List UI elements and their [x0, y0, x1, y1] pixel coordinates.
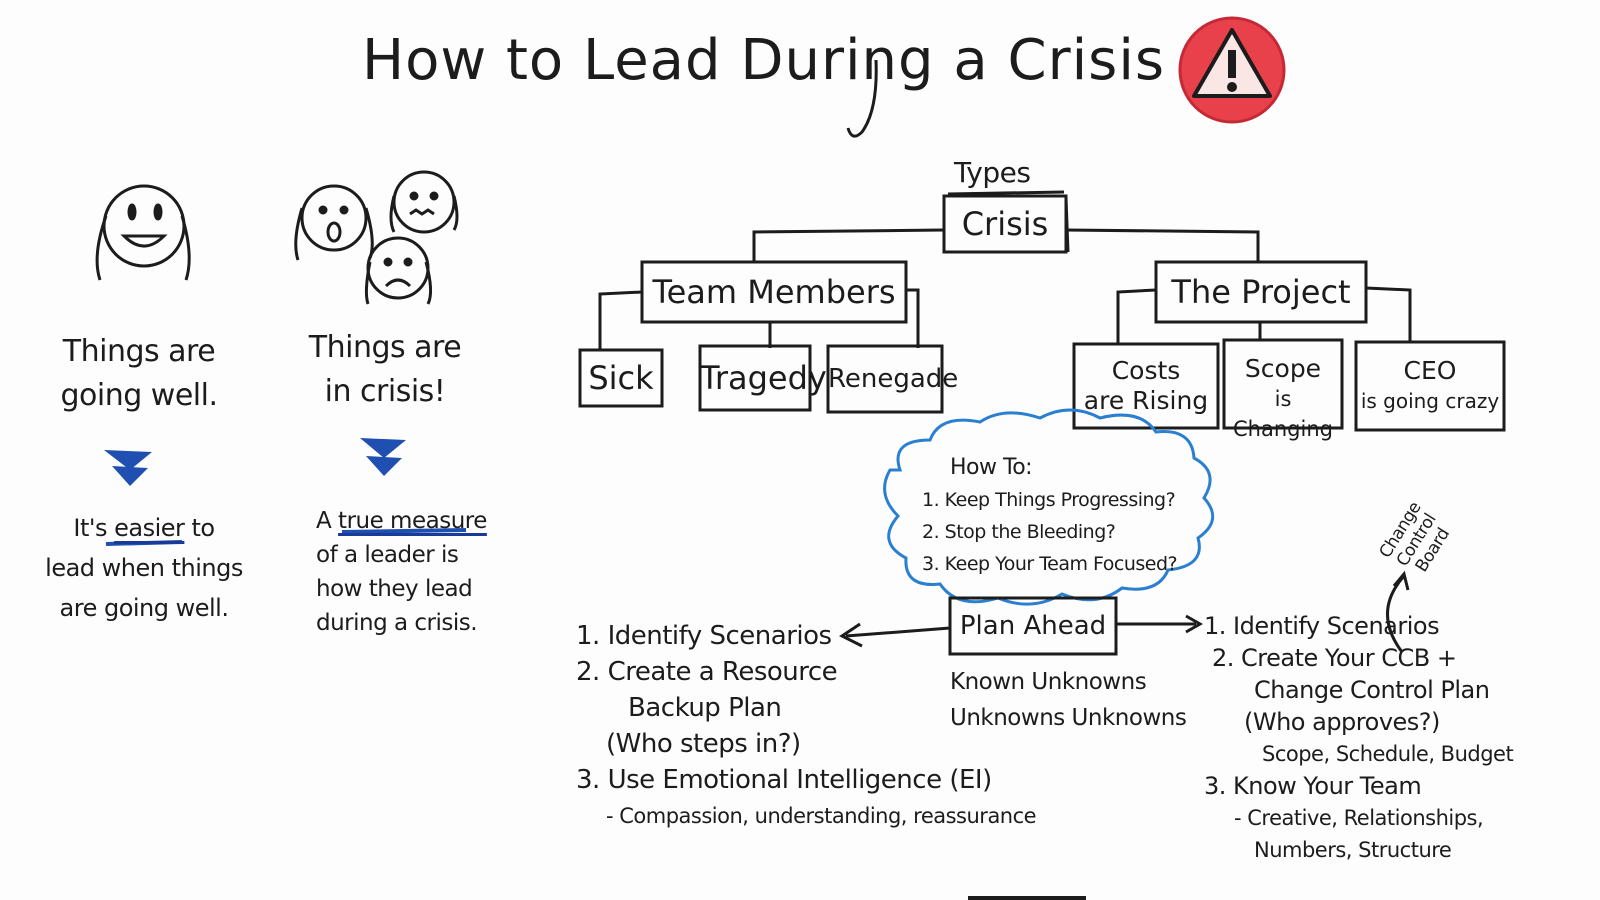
list-item: Scope, Schedule, Budget: [1262, 742, 1514, 766]
scope-label-line2: is Changing: [1233, 387, 1333, 441]
good-note-suffix: to: [184, 514, 216, 542]
thought-cloud: [883, 408, 1215, 606]
warning-icon: [1178, 16, 1286, 124]
cloud-list: 1. Keep Things Progressing? 2. Stop the …: [922, 484, 1178, 580]
plan-ahead-label: Plan Ahead: [959, 611, 1107, 641]
crisis-caption-line2: in crisis!: [324, 374, 446, 409]
down-arrow-icon: [360, 438, 406, 476]
crisis-note-prefix: A: [316, 508, 339, 534]
costs-label: Costs are Rising: [1074, 356, 1218, 416]
types-label: Types: [954, 156, 1031, 189]
crisis-caption: Things are in crisis!: [290, 326, 480, 414]
sick-label: Sick: [588, 359, 654, 397]
cloud-item: 2. Stop the Bleeding?: [922, 521, 1116, 543]
list-item: (Who approves?): [1244, 708, 1440, 736]
ceo-label-line2: is going crazy: [1360, 389, 1500, 413]
costs-label-line2: are Rising: [1083, 386, 1209, 415]
list-item: 1. Identify Scenarios: [576, 621, 832, 651]
list-item: Numbers, Structure: [1254, 838, 1452, 862]
crisis-note-line3: how they lead: [316, 576, 473, 602]
tragedy-box: [698, 344, 812, 412]
crisis-caption-line1: Things are: [308, 330, 462, 365]
good-note: It's easier to lead when things are goin…: [44, 508, 244, 628]
ceo-box: [1354, 340, 1506, 432]
good-caption-line1: Things are: [62, 334, 216, 369]
good-note-prefix: It's: [73, 514, 115, 542]
known-unknowns: Known Unknowns: [950, 669, 1147, 695]
scope-label-line1: Scope: [1244, 354, 1322, 383]
project-plan-list: 1. Identify Scenarios 2. Create Your CCB…: [1204, 610, 1514, 866]
list-item: (Who steps in?): [606, 729, 801, 759]
cloud-item: 3. Keep Your Team Focused?: [922, 553, 1178, 575]
list-item: 2. Create a Resource: [576, 657, 838, 687]
scope-box: [1222, 338, 1344, 430]
renegade-label: Renegade: [828, 364, 959, 394]
list-item: 2. Create Your CCB +: [1212, 644, 1457, 672]
good-note-underlined: easier: [114, 514, 185, 542]
cloud-item: 1. Keep Things Progressing?: [922, 489, 1176, 511]
cloud-heading: How To:: [950, 455, 1033, 480]
the-project-label: The Project: [1171, 273, 1351, 311]
team-members-label: Team Members: [652, 273, 896, 311]
crisis-note-line2: of a leader is: [316, 542, 459, 568]
good-note-line2: lead when things: [45, 554, 243, 582]
good-note-line3: are going well.: [59, 594, 229, 622]
scope-label: Scope is Changing: [1224, 354, 1342, 444]
page-title: How to Lead During a Crisis: [362, 28, 1166, 93]
plan-ahead-box: [948, 596, 1118, 656]
costs-label-line1: Costs: [1111, 356, 1181, 385]
happy-face-icon: [95, 184, 191, 281]
list-item: Backup Plan: [628, 693, 782, 723]
unknowns-unknowns: Unknowns Unknowns: [950, 705, 1187, 731]
ceo-label-line1: CEO: [1403, 356, 1457, 385]
list-item: - Creative, Relationships,: [1234, 806, 1484, 830]
down-arrow-icon: [104, 450, 152, 486]
team-members-plan-list: 1. Identify Scenarios 2. Create a Resour…: [576, 618, 1037, 834]
plan-ahead-subtext: Known Unknowns Unknowns Unknowns: [950, 664, 1187, 736]
list-item: 3. Use Emotional Intelligence (EI): [576, 765, 992, 795]
crisis-note-line4: during a crisis.: [316, 610, 478, 636]
good-caption: Things are going well.: [44, 330, 234, 418]
list-item: 3. Know Your Team: [1204, 772, 1422, 800]
crisis-note-underlined: true measure: [338, 508, 487, 534]
tragedy-label: Tragedy: [700, 359, 827, 397]
costs-box: [1072, 342, 1220, 430]
crisis-note: A true measure of a leader is how they l…: [316, 504, 506, 640]
list-item: - Compassion, understanding, reassurance: [606, 804, 1037, 828]
crisis-faces-icon: [294, 170, 459, 305]
sick-box: [578, 348, 664, 408]
cloud-text: How To:: [950, 452, 1033, 484]
list-item: 1. Identify Scenarios: [1204, 612, 1440, 640]
ceo-label: CEO is going crazy: [1356, 356, 1504, 416]
crisis-label: Crisis: [961, 205, 1049, 243]
renegade-box: [826, 344, 944, 414]
list-item: Change Control Plan: [1254, 676, 1490, 704]
good-caption-line2: going well.: [60, 378, 218, 413]
